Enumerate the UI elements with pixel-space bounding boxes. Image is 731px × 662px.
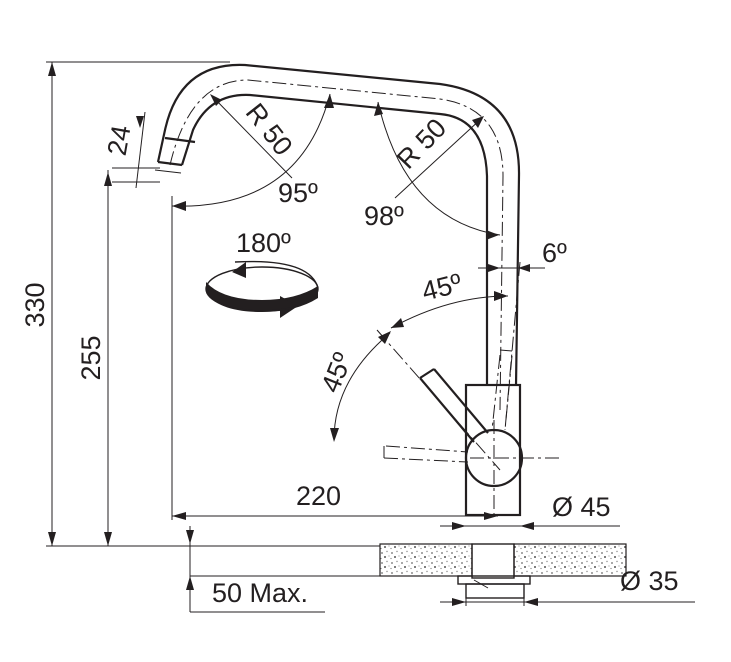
- dimension-220: [172, 512, 498, 520]
- spout: [154, 63, 521, 411]
- angle-98-arc: [374, 101, 501, 240]
- radius-upper: [210, 94, 293, 179]
- label-45-lower: 45º: [315, 348, 358, 396]
- angle-45-lower-arc: [330, 329, 501, 471]
- label-24: 24: [102, 123, 137, 158]
- label-50-max: 50 Max.: [212, 578, 308, 608]
- dimension-330: [46, 61, 470, 547]
- radius-right: [394, 116, 484, 199]
- lever-handle-vertical: [491, 349, 513, 431]
- dimension-255: [104, 170, 112, 546]
- dimension-diameter-45: [440, 522, 620, 530]
- dimension-24: [112, 111, 160, 189]
- label-95: 95º: [278, 178, 318, 208]
- angle-95-arc: [171, 93, 334, 520]
- label-r50-right: R 50: [391, 113, 452, 175]
- dimension-diameter-35: [440, 598, 695, 606]
- label-diameter-45: Ø 45: [552, 492, 611, 522]
- label-98: 98º: [364, 201, 404, 231]
- angle-6-arc: [478, 261, 545, 431]
- swivel-rotation-icon: [205, 260, 319, 318]
- lever-handle-horizontal: [383, 445, 469, 463]
- dimension-50-max: [186, 526, 325, 613]
- angle-45-upper-arc: [390, 291, 509, 329]
- faucet-body: [464, 383, 560, 520]
- label-6: 6º: [542, 238, 567, 268]
- mounting-shank: [457, 543, 531, 599]
- label-255: 255: [76, 335, 106, 380]
- label-45-upper: 45º: [419, 268, 465, 307]
- label-180: 180º: [236, 228, 291, 258]
- lever-handle-45: [419, 368, 489, 443]
- countertop: [190, 543, 627, 577]
- label-r50-upper: R 50: [240, 98, 299, 161]
- label-330: 330: [20, 282, 50, 327]
- label-diameter-35: Ø 35: [620, 566, 679, 596]
- label-220: 220: [296, 481, 341, 511]
